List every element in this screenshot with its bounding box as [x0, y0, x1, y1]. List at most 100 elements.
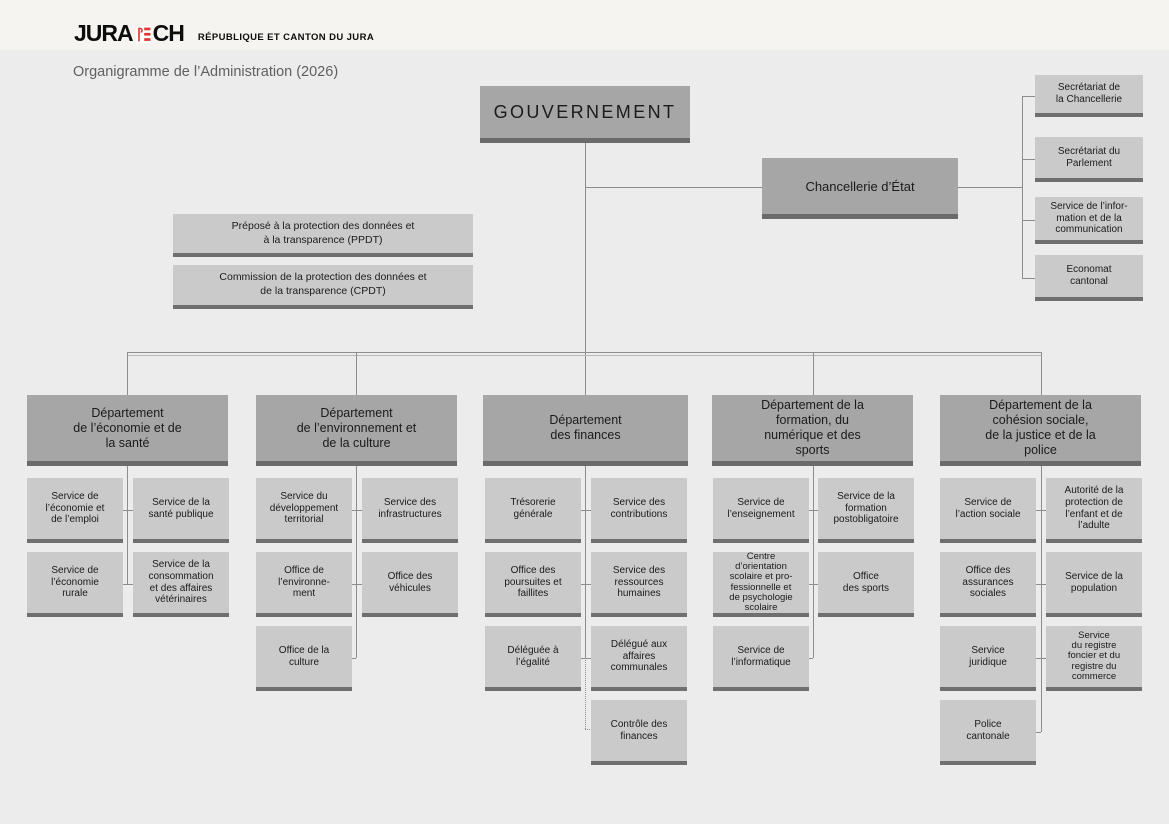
- connector-stub: [1036, 510, 1046, 511]
- departement-label: Département de l’environnement et de la …: [296, 405, 417, 450]
- connector-stub: [1022, 220, 1035, 221]
- box-service-enseignement: Service de l’enseignement: [713, 478, 809, 543]
- unit-label: Secrétariat de la Chancellerie: [1055, 82, 1123, 105]
- departement-label: Département de l’économie et de la santé: [73, 405, 182, 450]
- box-secretariat-chancellerie: Secrétariat de la Chancellerie: [1035, 75, 1143, 117]
- box-departement-environnement-culture: Département de l’environnement et de la …: [256, 395, 457, 466]
- box-office-assurances-sociales: Office des assurances sociales: [940, 552, 1036, 617]
- gouvernement-label: GOUVERNEMENT: [493, 101, 677, 122]
- connector-stub: [123, 584, 133, 585]
- box-service-action-sociale: Service de l’action sociale: [940, 478, 1036, 543]
- connector-stub: [1022, 278, 1035, 279]
- unit-label: Economat cantonal: [1066, 264, 1112, 287]
- service-label: Centre d’orientation scolaire et pro- fe…: [729, 551, 793, 613]
- service-label: Office des véhicules: [387, 570, 433, 594]
- departement-label: Département de la cohésion sociale, de l…: [985, 398, 1096, 457]
- service-label: Service de la santé publique: [148, 496, 214, 520]
- connector-dept2-spine: [356, 466, 357, 658]
- box-service-information-communication: Service de l’infor- mation et de la comm…: [1035, 197, 1143, 244]
- connector-drop-dept1: [127, 353, 128, 395]
- box-service-formation-postobligatoire: Service de la formation postobligatoire: [818, 478, 914, 543]
- box-chancellerie-etat: Chancellerie d’État: [762, 158, 958, 219]
- jura-logo: JURA CH RÉPUBLIQUE ET CANTON DU JURA: [74, 20, 375, 46]
- service-label: Service de la population: [1065, 570, 1123, 594]
- connector-stub: [1036, 584, 1046, 585]
- box-departement-economie-sante: Département de l’économie et de la santé: [27, 395, 228, 466]
- box-service-economie-rurale: Service de l’économie rurale: [27, 552, 123, 617]
- connector-stub: [1022, 159, 1035, 160]
- departement-label: Département de la formation, du numériqu…: [761, 398, 864, 457]
- box-service-registre-foncier-commerce: Service du registre foncier et du regist…: [1046, 626, 1142, 691]
- box-secretariat-parlement: Secrétariat du Parlement: [1035, 137, 1143, 182]
- service-label: Déléguée à l’égalité: [507, 644, 559, 668]
- connector-chancellerie-units: [958, 187, 1022, 188]
- connector-stub: [351, 658, 356, 659]
- connector-gouvernement-chancellerie: [585, 187, 762, 188]
- service-label: Office des sports: [842, 570, 890, 594]
- box-service-juridique: Service juridique: [940, 626, 1036, 691]
- box-office-environnement: Office de l’environne- ment: [256, 552, 352, 617]
- service-label: Service de l’économie et de l’emploi: [45, 490, 105, 526]
- box-deleguee-egalite: Déléguée à l’égalité: [485, 626, 581, 691]
- box-service-infrastructures: Service des infrastructures: [362, 478, 458, 543]
- service-label: Service des infrastructures: [378, 496, 442, 520]
- service-label: Service de l’action sociale: [955, 496, 1021, 520]
- service-label: Service du registre foncier et du regist…: [1067, 630, 1121, 682]
- logo-tagline: RÉPUBLIQUE ET CANTON DU JURA: [197, 32, 375, 43]
- ppdt-label: Préposé à la protection des données et à…: [231, 219, 415, 246]
- service-label: Contrôle des finances: [610, 718, 668, 742]
- service-label: Service de la formation postobligatoire: [833, 490, 899, 526]
- box-police-cantonale: Police cantonale: [940, 700, 1036, 765]
- connector-drop-dept2: [356, 353, 357, 395]
- connector-departements-horizontal: [127, 352, 1042, 356]
- unit-label: Service de l’infor- mation et de la comm…: [1050, 200, 1128, 236]
- box-cpdt: Commission de la protection des données …: [173, 265, 473, 309]
- box-economat-cantonal: Economat cantonal: [1035, 255, 1143, 301]
- connector-dept1-spine: [127, 466, 128, 584]
- box-service-consommation-affaires-veterinaires: Service de la consommation et des affair…: [133, 552, 229, 617]
- box-service-contributions: Service des contributions: [591, 478, 687, 543]
- connector-stub: [808, 510, 818, 511]
- page-title: Organigramme de l’Administration (2026): [73, 64, 339, 80]
- service-label: Office de la culture: [278, 644, 330, 668]
- box-delegue-affaires-communales: Délégué aux affaires communales: [591, 626, 687, 691]
- box-ppdt: Préposé à la protection des données et à…: [173, 214, 473, 257]
- service-label: Service des ressources humaines: [612, 564, 666, 600]
- box-service-economie-emploi: Service de l’économie et de l’emploi: [27, 478, 123, 543]
- connector-stub: [808, 658, 813, 659]
- connector-dotted-controle-finances: [585, 658, 586, 729]
- unit-label: Secrétariat du Parlement: [1057, 145, 1121, 169]
- logo-ch-text: CH: [152, 20, 185, 46]
- service-label: Office des poursuites et faillites: [504, 564, 562, 600]
- box-office-culture: Office de la culture: [256, 626, 352, 691]
- connector-dept4-spine: [813, 466, 814, 658]
- connector-stub: [123, 510, 133, 511]
- box-centre-orientation-scolaire: Centre d’orientation scolaire et pro- fe…: [713, 551, 809, 617]
- service-label: Office de l’environne- ment: [278, 564, 330, 600]
- service-label: Service de l’enseignement: [727, 496, 795, 520]
- box-controle-finances: Contrôle des finances: [591, 700, 687, 765]
- jura-coat-of-arms-icon: [135, 26, 151, 43]
- box-departement-formation-numerique-sports: Département de la formation, du numériqu…: [712, 395, 913, 466]
- connector-stub: [808, 584, 818, 585]
- departement-label: Département des finances: [549, 413, 622, 442]
- service-label: Service de la consommation et des affair…: [148, 558, 214, 606]
- connector-units-vertical: [1022, 96, 1023, 279]
- service-label: Service de l’informatique: [731, 644, 791, 668]
- box-departement-cohesion-justice-police: Département de la cohésion sociale, de l…: [940, 395, 1141, 466]
- box-service-developpement-territorial: Service du développement territorial: [256, 478, 352, 543]
- service-label: Police cantonale: [966, 718, 1010, 742]
- connector-stub: [1036, 732, 1041, 733]
- connector-gouvernement-vertical: [585, 143, 586, 395]
- connector-dotted-controle-finances-stub: [585, 729, 592, 730]
- service-label: Service juridique: [969, 644, 1007, 668]
- box-service-informatique: Service de l’informatique: [713, 626, 809, 691]
- service-label: Délégué aux affaires communales: [610, 638, 668, 674]
- connector-dept3-spine: [585, 466, 586, 658]
- service-label: Service du développement territorial: [269, 490, 339, 526]
- connector-stub: [1022, 96, 1035, 97]
- service-label: Service de l’économie rurale: [51, 564, 99, 600]
- box-service-sante-publique: Service de la santé publique: [133, 478, 229, 543]
- chancellerie-label: Chancellerie d’État: [805, 178, 915, 194]
- box-gouvernement: GOUVERNEMENT: [480, 86, 690, 143]
